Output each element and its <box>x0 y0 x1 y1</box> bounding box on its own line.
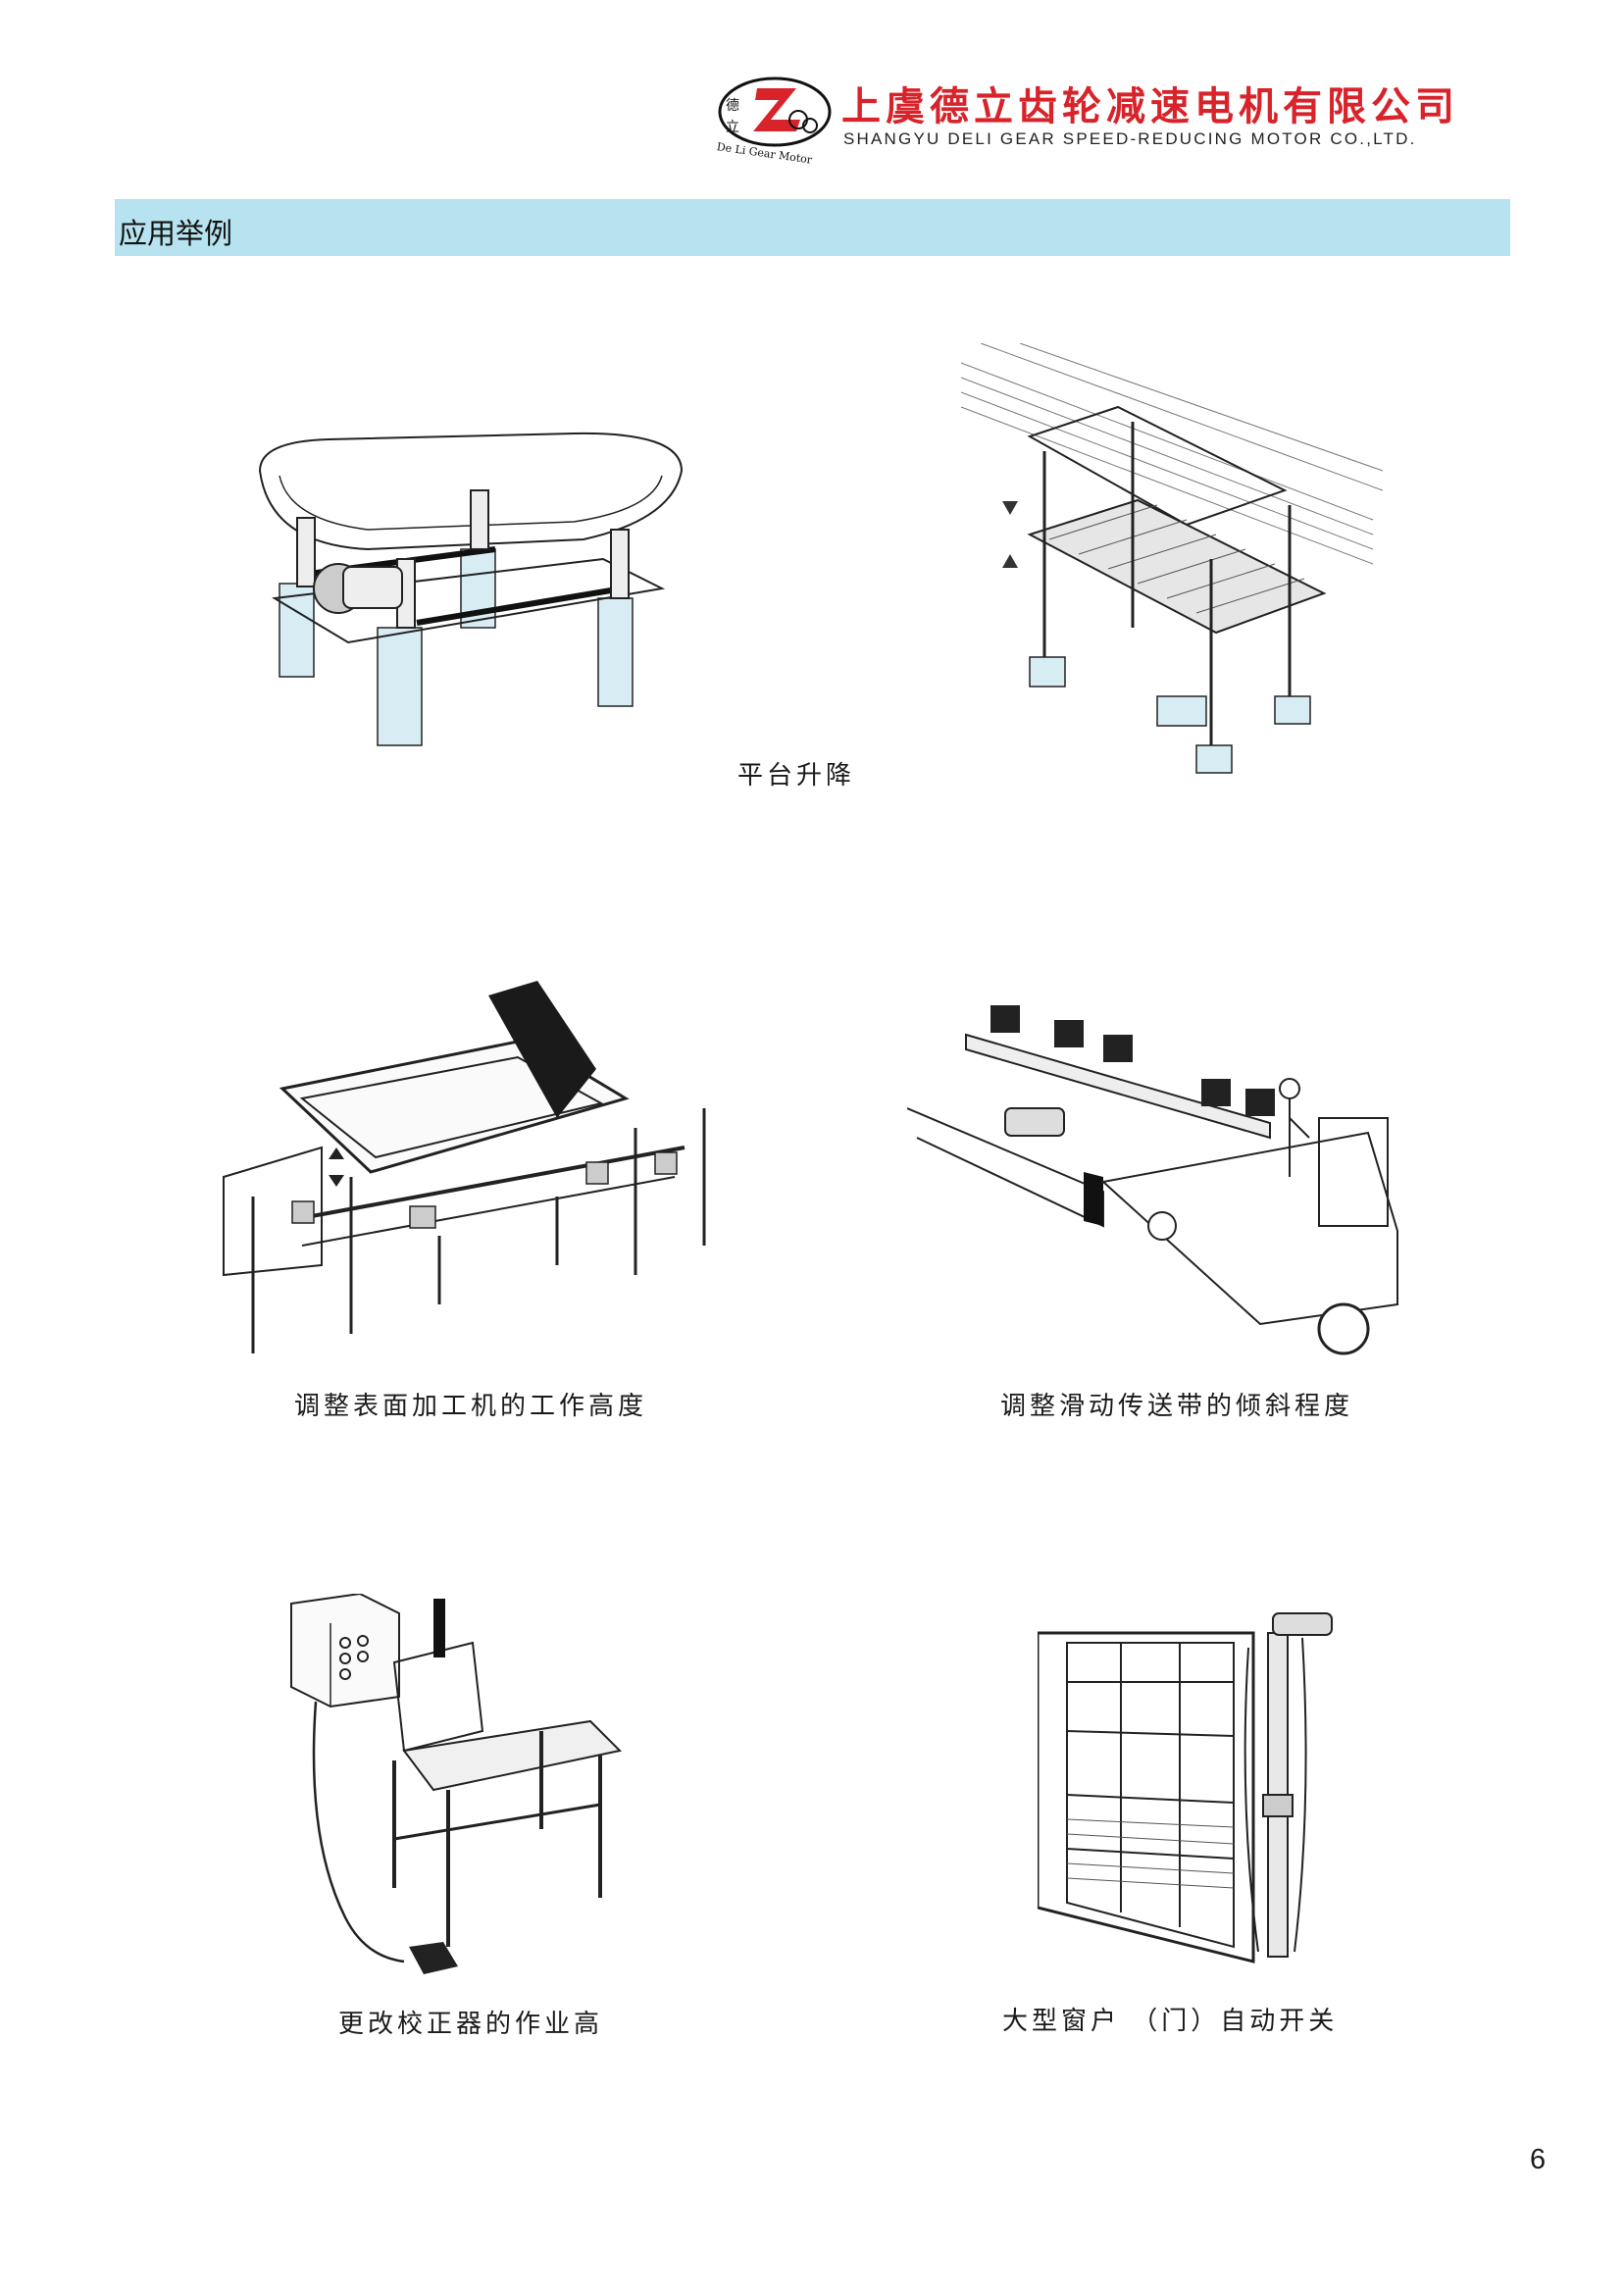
svg-text:立: 立 <box>726 120 739 135</box>
page-header: 德 立 De Li Gear Motor 上虞德立齿轮减速电机有限公司 SHAN… <box>706 71 1454 164</box>
caption-surface-machine: 调整表面加工机的工作高度 <box>294 1392 648 1421</box>
window-door-illustration <box>1038 1612 1333 1963</box>
surface-machine-illustration <box>223 981 706 1353</box>
svg-text:德: 德 <box>726 98 739 114</box>
platform-lift-illustration-left <box>258 432 684 746</box>
platform-lift-illustration-right <box>961 343 1383 774</box>
caption-window-door: 大型窗户 （门）自动开关 <box>1002 2007 1339 2036</box>
caption-platform-lift: 平台升降 <box>737 761 856 790</box>
caption-corrector: 更改校正器的作业高 <box>338 2010 604 2039</box>
section-header-bar: 应用举例 <box>115 199 1510 256</box>
company-name-cn: 上虞德立齿轮减速电机有限公司 <box>841 84 1459 129</box>
company-logo: 德 立 De Li Gear Motor <box>716 76 832 164</box>
conveyor-truck-illustration <box>907 1005 1398 1355</box>
page-number: 6 <box>1530 2144 1547 2175</box>
caption-conveyor-tilt: 调整滑动传送带的倾斜程度 <box>1000 1392 1354 1421</box>
corrector-machine-illustration <box>290 1594 623 1974</box>
section-title: 应用举例 <box>119 217 233 250</box>
company-name-en: SHANGYU DELI GEAR SPEED-REDUCING MOTOR C… <box>843 129 1417 148</box>
